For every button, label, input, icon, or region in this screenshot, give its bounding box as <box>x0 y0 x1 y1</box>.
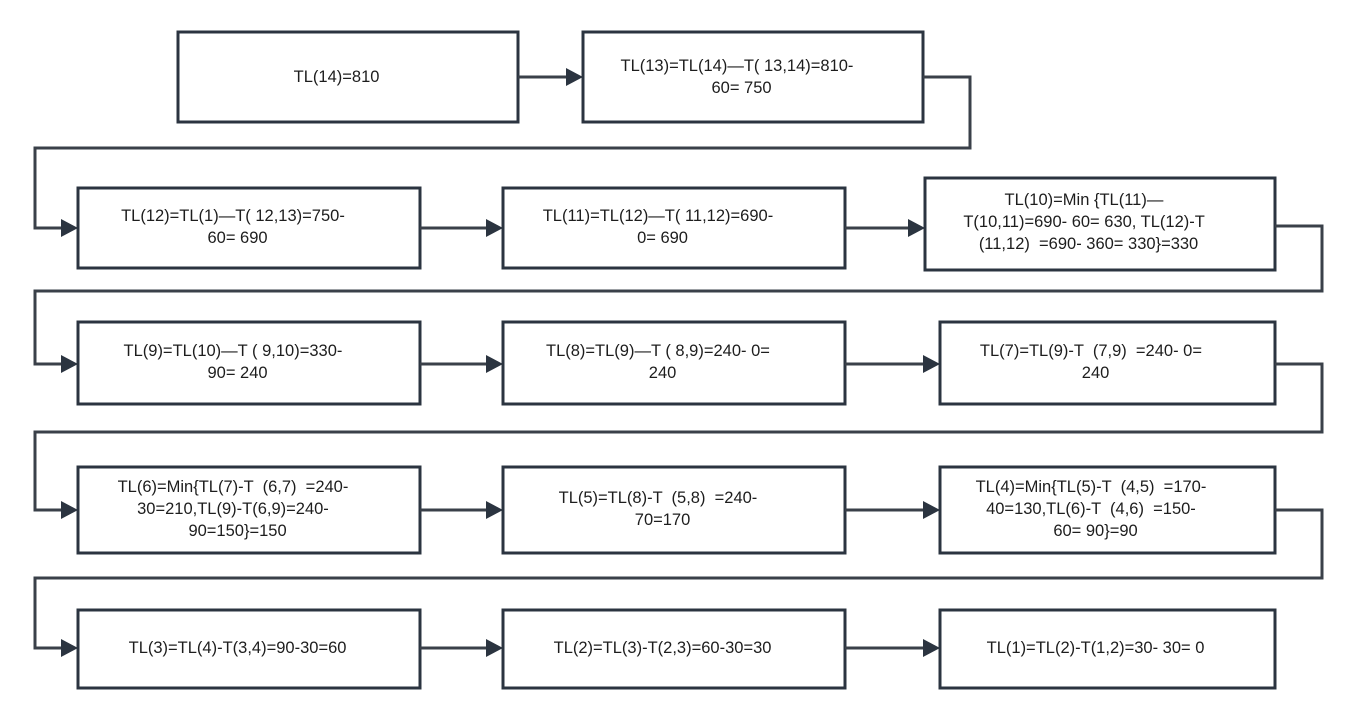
connector-tl9-to-tl8 <box>420 355 503 373</box>
node-tl10-label: TL(10)=Min {TL(11)— T(10,11)=690- 60= 63… <box>963 191 1236 253</box>
node-tl9-label: TL(9)=TL(10)—T ( 9,10)=330- 90= 240 <box>124 342 375 382</box>
connector-tl13-to-tl12 <box>33 75 972 237</box>
node-tl12[interactable] <box>76 186 422 270</box>
node-tl14-label: TL(14)=810 <box>294 68 403 86</box>
node-tl5-label: TL(5)=TL(8)-T (5,8) =240- 70=170 <box>559 489 790 529</box>
connector-tl10-to-tl9 <box>33 224 1324 373</box>
connector-tl7-to-tl6 <box>33 362 1324 519</box>
node-tl3-label: TL(3)=TL(4)-T(3,4)=90-30=60 <box>129 639 370 657</box>
node-tl6[interactable] <box>76 465 422 555</box>
node-tl2[interactable] <box>501 608 847 690</box>
connector-tl4-to-tl3 <box>33 508 1324 657</box>
connector-tl8-to-tl7 <box>845 355 940 373</box>
node-tl12-label: TL(12)=TL(1)—T( 12,13)=750- 60= 690 <box>121 207 377 247</box>
connector-tl6-to-tl5 <box>420 501 503 519</box>
node-tl7-label: TL(7)=TL(9)-T (7,9) =240- 0= 240 <box>980 342 1234 382</box>
node-tl1[interactable] <box>938 608 1277 690</box>
node-tl6-label: TL(6)=Min{TL(7)-T (6,7) =240- 30=210,TL(… <box>118 478 381 540</box>
node-tl9[interactable] <box>76 320 422 406</box>
node-tl2-label: TL(2)=TL(3)-T(2,3)=60-30=30 <box>554 639 795 657</box>
node-tl1-label: TL(1)=TL(2)-T(1,2)=30- 30= 0 <box>987 639 1228 657</box>
node-tl3[interactable] <box>76 608 422 690</box>
node-tl13-label: TL(13)=TL(14)—T( 13,14)=810- 60= 750 <box>620 57 885 97</box>
node-tl7[interactable] <box>938 320 1277 406</box>
node-tl4-label: TL(4)=Min{TL(5)-T (4,5) =170- 40=130,TL(… <box>976 478 1239 540</box>
connector-tl14-to-tl13 <box>518 68 583 86</box>
node-tl14[interactable] <box>176 30 520 124</box>
connector-tl5-to-tl4 <box>845 501 940 519</box>
node-tl4[interactable] <box>938 465 1277 555</box>
connector-tl12-to-tl11 <box>420 219 503 237</box>
node-tl13[interactable] <box>581 30 925 124</box>
connector-tl2-to-tl1 <box>845 639 940 657</box>
connector-tl11-to-tl10 <box>845 219 925 237</box>
node-tl11[interactable] <box>501 186 847 270</box>
node-tl11-label: TL(11)=TL(12)—T( 11,12)=690- 0= 690 <box>543 207 806 247</box>
node-tl5[interactable] <box>501 465 847 555</box>
node-tl8-label: TL(8)=TL(9)—T ( 8,9)=240- 0= 240 <box>546 342 802 382</box>
node-tl8[interactable] <box>501 320 847 406</box>
connector-tl3-to-tl2 <box>420 639 503 657</box>
node-tl10[interactable] <box>923 176 1277 272</box>
